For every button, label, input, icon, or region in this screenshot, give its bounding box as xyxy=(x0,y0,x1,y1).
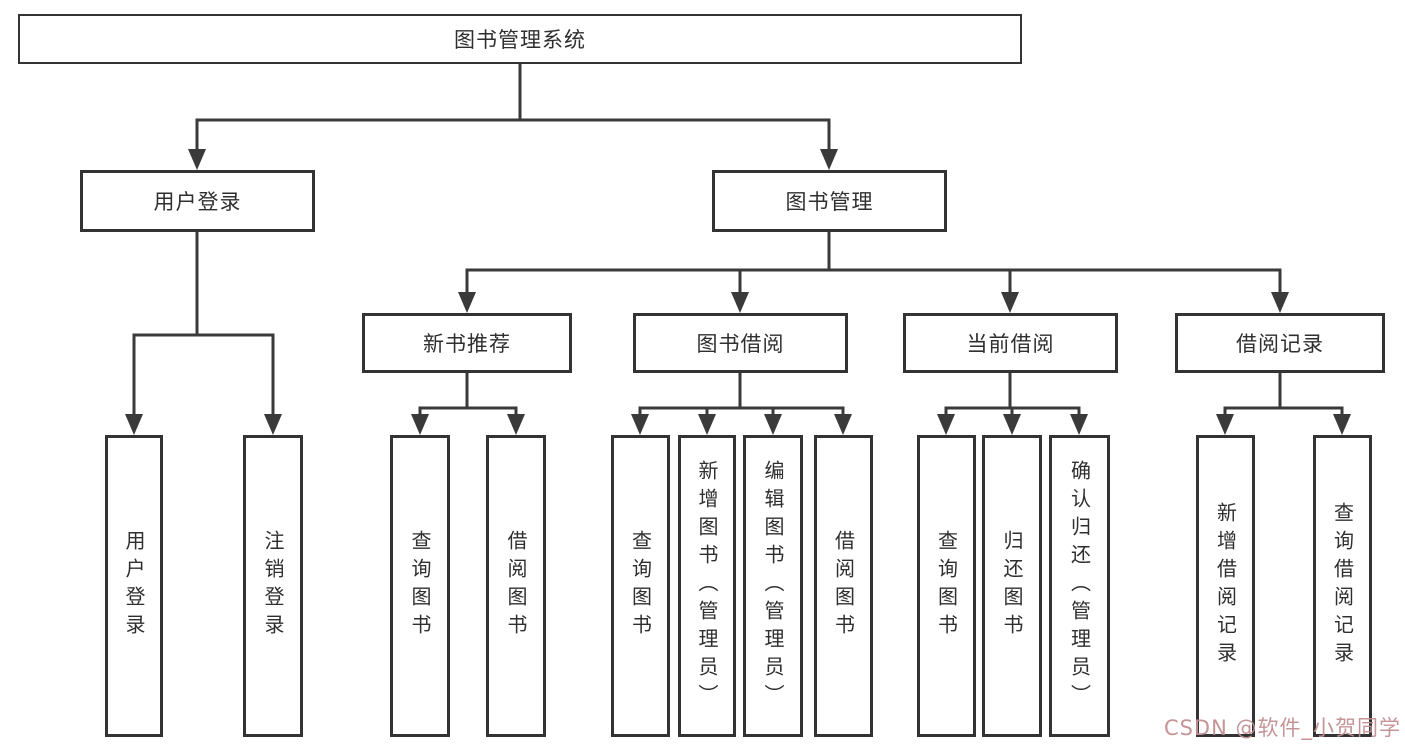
node-label: 归还图书 xyxy=(1000,530,1024,642)
node-borrowing-records: 借阅记录 xyxy=(1175,313,1385,373)
leaf-user-login: 用户登录 xyxy=(105,435,163,737)
node-label: 图书借阅 xyxy=(696,332,785,356)
leaf-query-books-recommend: 查询图书 xyxy=(390,435,450,737)
node-label: 确认归还（管理员） xyxy=(1067,460,1092,712)
node-label: 查询图书 xyxy=(408,530,432,642)
leaf-return-books: 归还图书 xyxy=(982,435,1042,737)
node-label: 图书管理 xyxy=(785,190,874,214)
node-label: 借阅记录 xyxy=(1236,332,1324,356)
node-label: 图书管理系统 xyxy=(454,28,586,52)
leaf-borrow-books-borrowing: 借阅图书 xyxy=(814,435,873,737)
node-book-borrowing: 图书借阅 xyxy=(633,313,848,373)
node-new-book-recommend: 新书推荐 xyxy=(362,313,572,373)
leaf-query-books-borrowing: 查询图书 xyxy=(611,435,670,737)
node-label: 查询借阅记录 xyxy=(1330,502,1355,670)
leaf-logout: 注销登录 xyxy=(243,435,303,737)
node-library-management-system: 图书管理系统 xyxy=(18,14,1022,64)
leaf-query-borrow-record: 查询借阅记录 xyxy=(1313,435,1372,737)
node-label: 新增借阅记录 xyxy=(1213,502,1238,670)
node-book-management: 图书管理 xyxy=(712,170,947,232)
node-label: 查询图书 xyxy=(934,530,959,642)
leaf-query-books-current: 查询图书 xyxy=(917,435,976,737)
node-label: 借阅图书 xyxy=(504,530,528,642)
node-label: 当前借阅 xyxy=(966,332,1055,356)
node-user-login: 用户登录 xyxy=(80,170,315,232)
node-label: 注销登录 xyxy=(261,530,285,642)
leaf-borrow-books-recommend: 借阅图书 xyxy=(486,435,546,737)
node-current-borrowing: 当前借阅 xyxy=(903,313,1118,373)
leaf-add-borrow-record: 新增借阅记录 xyxy=(1196,435,1255,737)
node-label: 新增图书（管理员） xyxy=(695,460,719,712)
leaf-add-books-admin: 新增图书（管理员） xyxy=(678,435,736,737)
node-label: 编辑图书（管理员） xyxy=(761,460,785,712)
csdn-watermark: CSDN @软件_小贺同学 xyxy=(1163,716,1401,740)
leaf-confirm-return-admin: 确认归还（管理员） xyxy=(1049,435,1110,737)
node-label: 用户登录 xyxy=(153,190,242,214)
node-label: 用户登录 xyxy=(122,530,146,642)
leaf-edit-books-admin: 编辑图书（管理员） xyxy=(743,435,803,737)
node-label: 查询图书 xyxy=(628,530,653,642)
node-label: 借阅图书 xyxy=(831,530,856,642)
node-label: 新书推荐 xyxy=(423,332,511,356)
